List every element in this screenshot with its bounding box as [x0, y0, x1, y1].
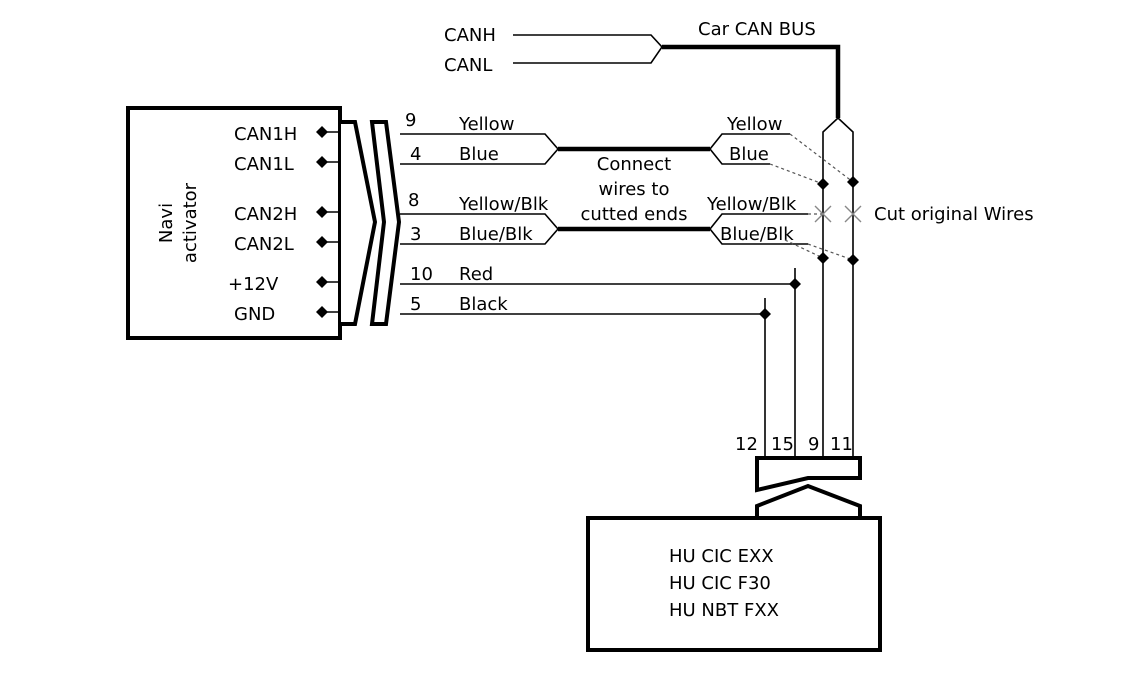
- trunk-junctions: [817, 176, 859, 266]
- hu-line-3: HU NBT FXX: [669, 600, 779, 621]
- connect-note-line2: wires to: [599, 179, 670, 200]
- wire-color-blue: Blue: [459, 144, 499, 165]
- navi-pin-stubs: [316, 126, 358, 318]
- wire-num-3: 3: [410, 224, 421, 245]
- wire-num-10: 10: [410, 264, 433, 285]
- navi-connector-plug: [341, 120, 378, 326]
- hu-pin-12: 12: [735, 434, 758, 455]
- hu-connector-plug: [755, 456, 862, 493]
- hu-line-1: HU CIC EXX: [669, 546, 774, 567]
- connect-note-line1: Connect: [597, 154, 671, 175]
- activator-label: activator: [180, 182, 201, 263]
- cut-mark-2: [844, 205, 862, 223]
- wire-right-yellow: Yellow: [726, 114, 782, 135]
- wire-color-red: Red: [459, 264, 493, 285]
- wire-color-yellow: Yellow: [458, 114, 514, 135]
- hu-connector-socket: [755, 483, 862, 520]
- cut-note: Cut original Wires: [874, 204, 1034, 225]
- pin-gnd-label: GND: [234, 304, 275, 325]
- cut-mark-1: [814, 205, 832, 223]
- wire-num-4: 4: [410, 144, 421, 165]
- hu-pin-15: 15: [771, 434, 794, 455]
- pin-can1l-label: CAN1L: [234, 154, 294, 175]
- pin-can1h-label: CAN1H: [234, 124, 297, 145]
- can-bus-split: [822, 117, 854, 420]
- wire-num-5: 5: [410, 294, 421, 315]
- wire-right-blue-blk: Blue/Blk: [720, 224, 794, 245]
- red-junction-dot: [789, 278, 801, 290]
- wire-color-black: Black: [459, 294, 508, 315]
- can-bus-title: Car CAN BUS: [698, 19, 816, 40]
- navi-label: Navi: [156, 203, 177, 243]
- wire-num-9: 9: [405, 110, 416, 131]
- connect-note-line3: cutted ends: [581, 204, 688, 225]
- canh-label: CANH: [444, 25, 496, 46]
- pin-can2l-label: CAN2L: [234, 234, 294, 255]
- navi-connector-socket: [369, 120, 402, 326]
- wire-pair-2-right: [708, 213, 808, 245]
- can-bus-pair: [513, 34, 664, 64]
- hu-pin-stubs: [764, 420, 854, 458]
- can-bus-trunk: [662, 44, 841, 118]
- black-junction-dot: [759, 308, 771, 320]
- wire-right-yellow-blk: Yellow/Blk: [706, 194, 797, 215]
- cut-ends-dashes: [769, 133, 854, 261]
- hu-pin-11: 11: [830, 434, 853, 455]
- wire-right-blue: Blue: [729, 144, 769, 165]
- navi-activator-box: [126, 106, 342, 340]
- wire-num-8: 8: [408, 190, 419, 211]
- hu-pin-9: 9: [808, 434, 819, 455]
- pin-12v-label: +12V: [228, 274, 279, 295]
- canl-label: CANL: [444, 55, 492, 76]
- wire-color-blue-blk: Blue/Blk: [459, 224, 533, 245]
- pin-can2h-label: CAN2H: [234, 204, 297, 225]
- head-unit-box: [586, 516, 882, 652]
- hu-line-2: HU CIC F30: [669, 573, 771, 594]
- wire-color-yellow-blk: Yellow/Blk: [458, 194, 549, 215]
- wire-pair-1-right: [708, 133, 790, 165]
